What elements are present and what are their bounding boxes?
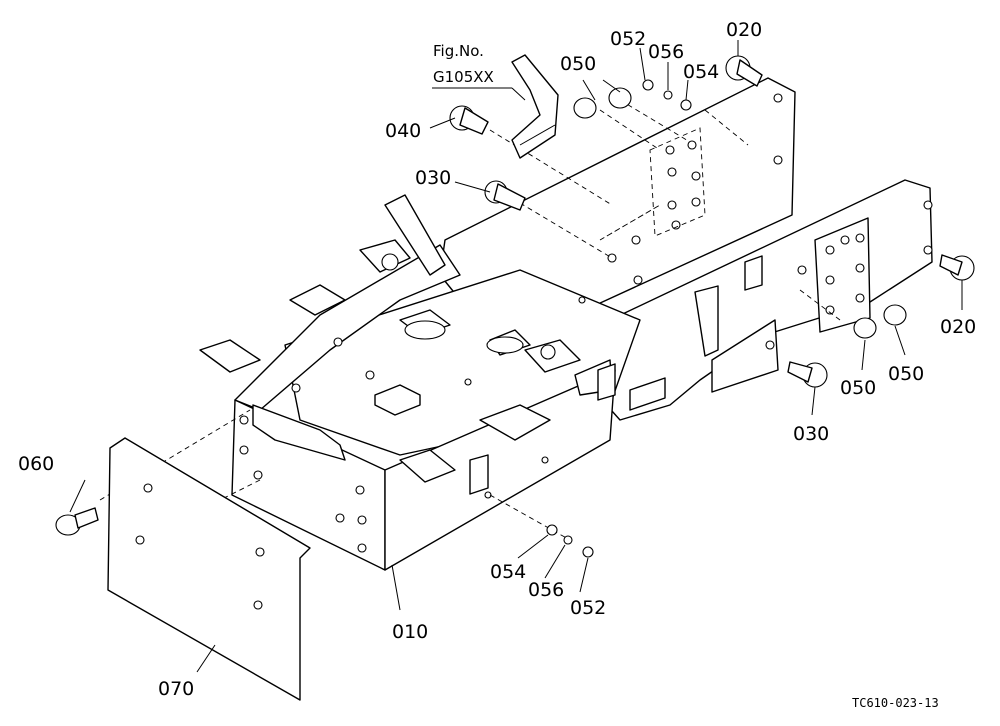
labels: Fig.No. G105XX 010 020 020 030 030 040 0… [18,19,976,710]
callout-050-right-b: 050 [888,363,924,385]
callout-054-top: 054 [683,61,719,83]
callout-010: 010 [392,621,428,643]
weight-plate-070 [107,437,311,701]
callout-030-bottom: 030 [793,423,829,445]
callout-056-top: 056 [648,41,684,63]
referenced-bracket [511,54,559,159]
reinforcement-plate-dashed [599,127,706,241]
bolt-020-top [725,55,763,87]
drawing-code: TC610-023-13 [852,696,939,710]
collars-050-top [573,87,632,119]
small-parts-052-056-054-top [642,79,692,111]
callout-056-bottom: 056 [528,579,564,601]
callout-020-top: 020 [726,19,762,41]
bolt-060 [55,507,99,536]
figure-ref-line2: G105XX [433,68,494,86]
callout-060: 060 [18,453,54,475]
bolt-040 [449,105,489,135]
collars-050-right [853,304,907,339]
callout-052-bottom: 052 [570,597,606,619]
callout-020-right: 020 [940,316,976,338]
bolt-020-right [939,254,975,281]
callout-050-right-a: 050 [840,377,876,399]
frame-010 [199,77,933,571]
bolt-030-top [484,180,526,211]
callout-030-top: 030 [415,167,451,189]
bolt-030-bottom [787,361,828,388]
small-parts-054-056-052-bottom [546,524,594,558]
callout-040: 040 [385,120,421,142]
callout-054-bottom: 054 [490,561,526,583]
callout-050-top: 050 [560,53,596,75]
callout-070: 070 [158,678,194,700]
callout-052-top: 052 [610,28,646,50]
leader-lines [69,40,963,673]
figure-ref-line1: Fig.No. [433,42,484,60]
